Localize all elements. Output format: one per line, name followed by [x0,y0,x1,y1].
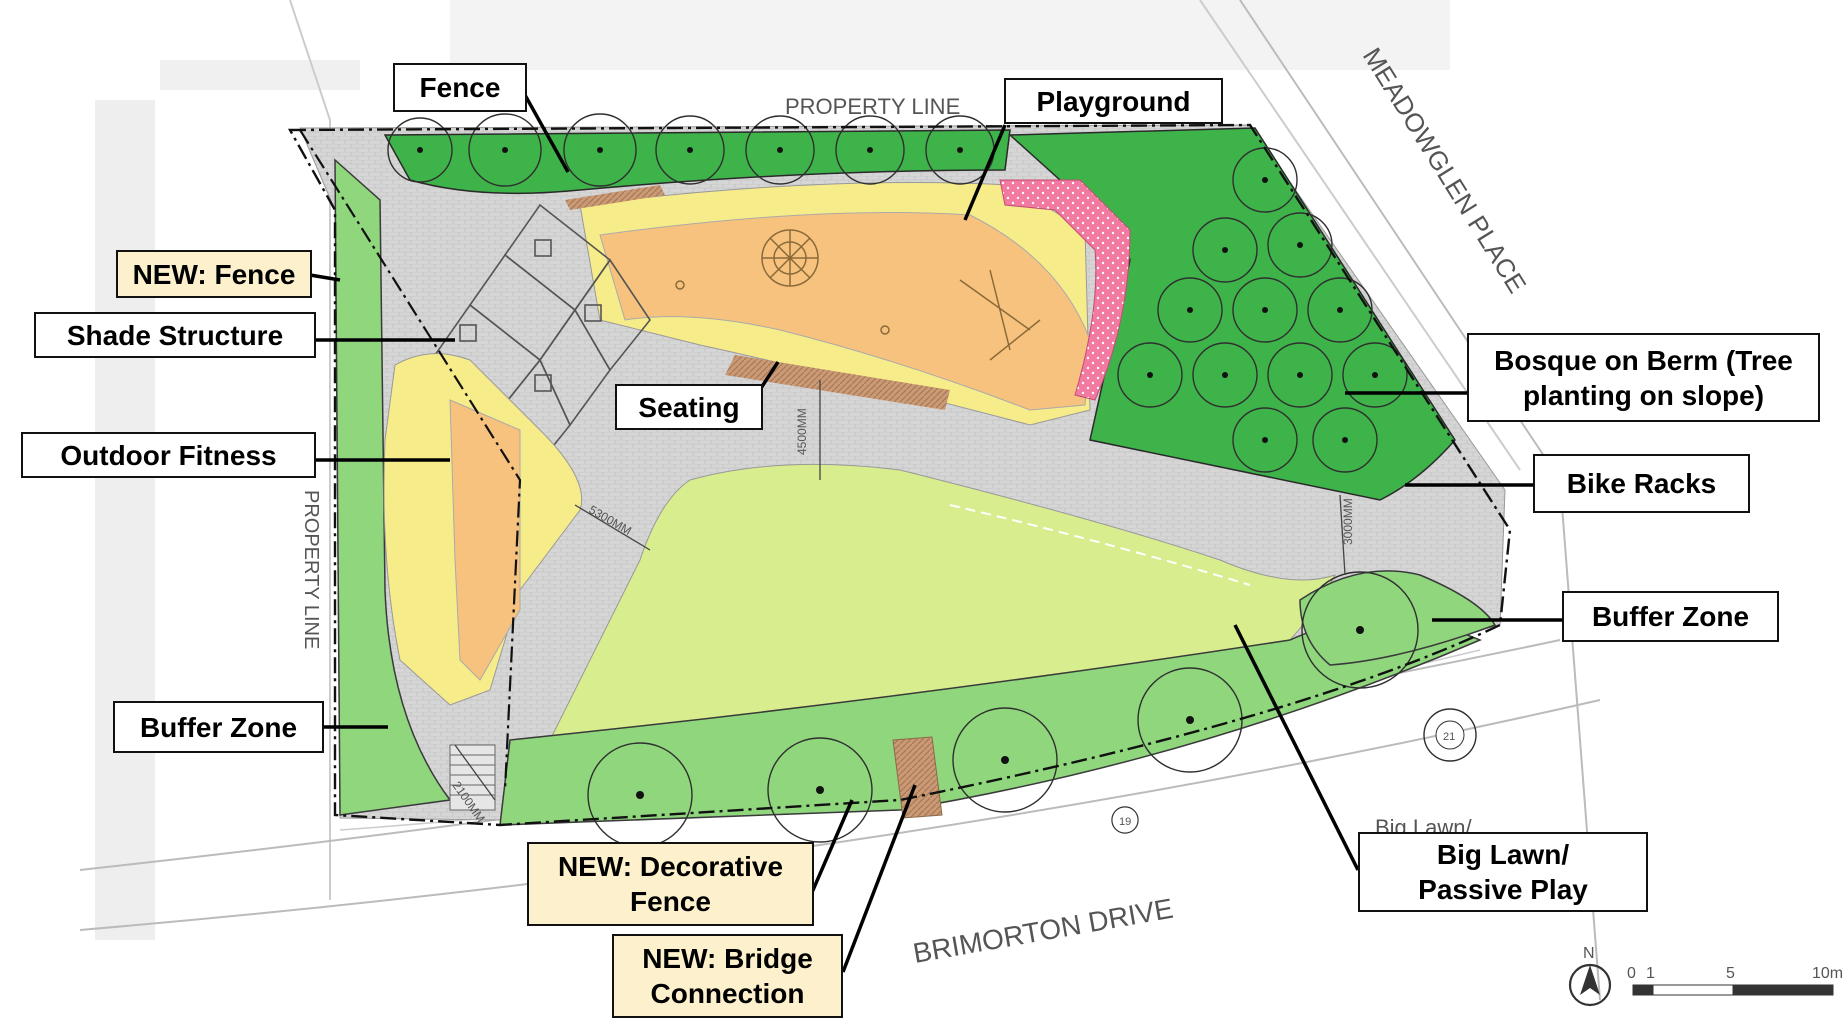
dimension-lines [454,380,1346,801]
lot-marker-21 [1435,720,1465,750]
bosque-callout-line1: Bosque on Berm (Tree [1494,344,1793,376]
property-line-top-label: PROPERTY LINE [785,94,960,119]
bridge-connection-callout-line1: NEW: Bridge [642,943,813,974]
buffer-zone-left-callout: Buffer Zone [113,701,324,753]
lot-19-label: 19 [1119,816,1131,828]
scale-0: 0 [1627,965,1636,982]
fence-callout-text: Fence [419,72,501,103]
dim-3000-label: 3000MM [1341,498,1355,545]
seating-callout: Seating [615,384,763,430]
big-lawn-callout-line1: Big Lawn/ [1436,839,1570,870]
dim-4500-label: 4500MM [795,408,809,455]
bridge-connection-callout: NEW: Bridge Connection [612,934,843,1018]
outdoor-fitness-area [449,399,521,681]
shade-structure-callout-text: Shade Structure [66,319,284,351]
decorative-fence-callout-line2: Fence [630,886,711,917]
playground-equipment [675,229,1041,361]
new-fence-line [299,129,522,791]
fence-callout: Fence [393,63,527,112]
outdoor-fitness-callout: Outdoor Fitness [21,432,316,478]
bosque-callout-line2: planting on slope) [1522,379,1765,411]
pink-play-strip [999,179,1131,401]
lawn-dashed-path [949,504,1251,586]
playground-callout: Playground [1004,78,1223,124]
lot-marker-19 [1111,806,1139,834]
big-lawn-callout: Big Lawn/ Passive Play [1358,832,1648,912]
top-bench [565,185,665,210]
north-arrow: N [1568,945,1612,1007]
buffer-zone-right-callout: Buffer Zone [1562,591,1779,642]
big-lawn-callout-line2: Passive Play [1418,874,1588,905]
outdoor-fitness-callout-text: Outdoor Fitness [60,439,277,471]
bike-racks-callout-text: Bike Racks [1566,468,1717,499]
seating-bench [725,355,950,410]
stairs [449,744,496,811]
callout-leaders [309,94,1562,973]
left-buffer-zone [334,158,452,816]
scale-10m: 10m [1812,965,1843,982]
lot-21-label: 21 [1443,731,1455,743]
bike-racks-callout: Bike Racks [1533,454,1750,513]
scale-5: 5 [1726,965,1735,982]
new-fence-callout: NEW: Fence [116,250,312,298]
shade-structure-callout: Shade Structure [34,312,316,358]
seating-callout-text: Seating [638,391,740,423]
decorative-fence-callout-line1: NEW: Decorative [557,851,784,882]
property-line-boundary [287,123,1512,827]
new-fence-callout-text: NEW: Fence [132,258,296,290]
bosque-callout: Bosque on Berm (Tree planting on slope) [1467,333,1820,422]
playground-callout-text: Playground [1036,85,1191,117]
right-buffer-zone [1299,570,1497,666]
scale-bar: 0 1 5 10m [1627,965,1843,996]
tree-trunks [417,147,1378,799]
decorative-fence-callout: NEW: Decorative Fence [527,842,814,926]
buffer-zone-right-callout-text: Buffer Zone [1591,601,1750,632]
scale-1: 1 [1646,965,1655,982]
buffer-zone-left-callout-text: Buffer Zone [139,711,298,743]
bridge-connection-callout-line2: Connection [650,978,805,1009]
north-label: N [1583,945,1595,962]
property-line-left-label: PROPERTY LINE [300,490,322,649]
